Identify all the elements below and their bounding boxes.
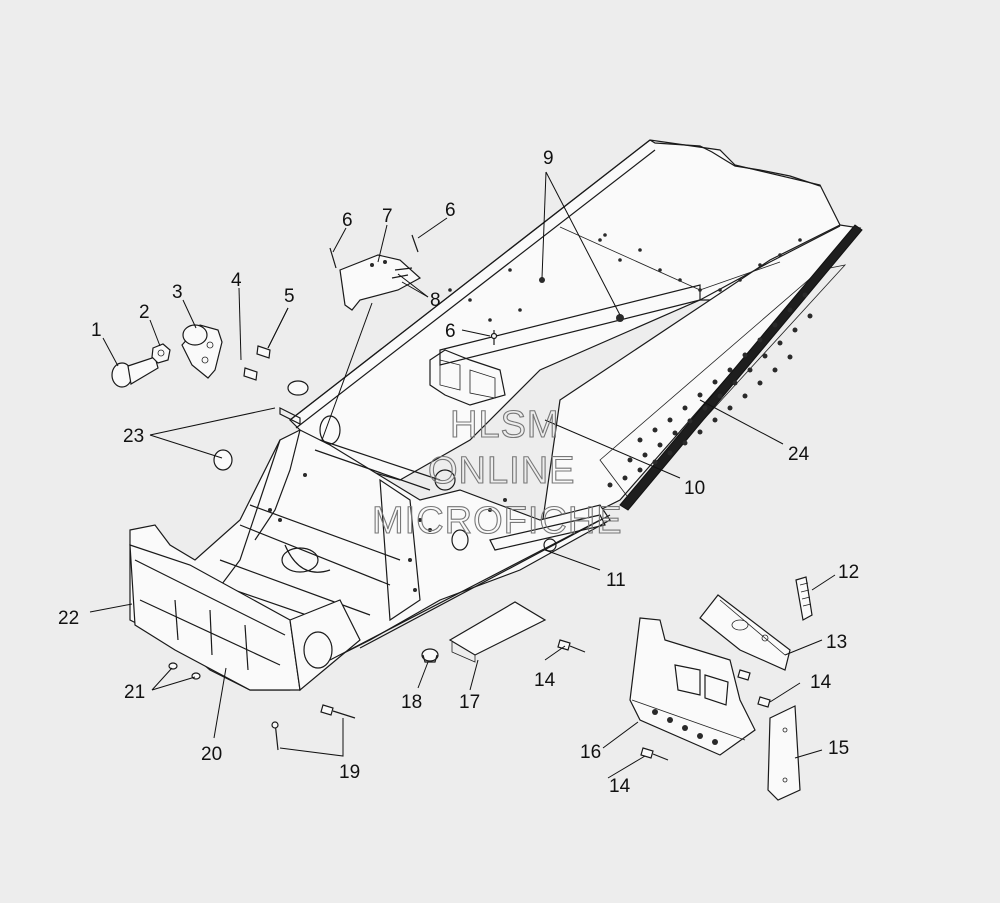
part-17-plate — [448, 601, 547, 663]
part-13-panel — [699, 594, 791, 671]
watermark-line-2: ONLINE — [428, 450, 575, 492]
callout-14-left: 14 — [534, 670, 556, 691]
callout-13: 13 — [826, 632, 847, 653]
callout-5: 5 — [284, 286, 295, 307]
callout-3: 3 — [172, 282, 183, 303]
tunnel-holes — [268, 233, 813, 592]
callout-14-bottom: 14 — [609, 776, 631, 797]
callout-2: 2 — [139, 302, 150, 323]
callout-7: 7 — [382, 206, 393, 227]
callout-19: 19 — [339, 762, 360, 783]
part-5-bolt — [256, 345, 271, 359]
callout-24: 24 — [788, 444, 810, 465]
callout-12: 12 — [838, 562, 859, 583]
part-7-bracket — [339, 254, 422, 311]
watermark-line-3: MICROFICHE — [372, 500, 623, 542]
part-16-plate — [629, 617, 756, 756]
part-2-nut — [151, 343, 171, 364]
callout-10: 10 — [684, 478, 705, 499]
part-1-bolt — [111, 356, 159, 388]
callout-6-right: 6 — [445, 200, 456, 221]
callout-8: 8 — [430, 290, 441, 311]
part-18-plug — [421, 648, 439, 663]
part-19-fasteners — [271, 704, 356, 751]
chassis-tunnel — [129, 139, 863, 692]
callout-11: 11 — [606, 570, 626, 591]
watermark-line-1: HLSM — [450, 404, 560, 446]
part-15-bracket — [767, 705, 801, 801]
callout-23: 23 — [123, 426, 144, 447]
leader-lines — [89, 171, 836, 779]
callout-9: 9 — [543, 148, 554, 169]
callout-4: 4 — [231, 270, 242, 291]
part-23-grommets — [213, 380, 309, 471]
callout-16: 16 — [580, 742, 601, 763]
callout-15: 15 — [828, 738, 849, 759]
callout-20: 20 — [201, 744, 222, 765]
callout-6-center: 6 — [445, 321, 456, 342]
part-14-bolts — [557, 639, 771, 761]
callout-14-right: 14 — [810, 672, 832, 693]
part-6-screws — [329, 234, 498, 345]
callout-labels: 1 2 3 4 5 6 7 6 8 9 6 10 11 12 13 14 14 … — [58, 148, 859, 797]
part-4-bolt — [243, 367, 258, 381]
part-21-plugs — [168, 662, 201, 680]
callout-17: 17 — [459, 692, 480, 713]
part-12-clip — [795, 576, 813, 621]
watermark: HLSM ONLINE MICROFICHE — [371, 403, 623, 542]
callout-21: 21 — [124, 682, 145, 703]
callout-1: 1 — [91, 320, 102, 341]
callout-18: 18 — [401, 692, 422, 713]
callout-22: 22 — [58, 608, 79, 629]
callout-6-left: 6 — [342, 210, 353, 231]
